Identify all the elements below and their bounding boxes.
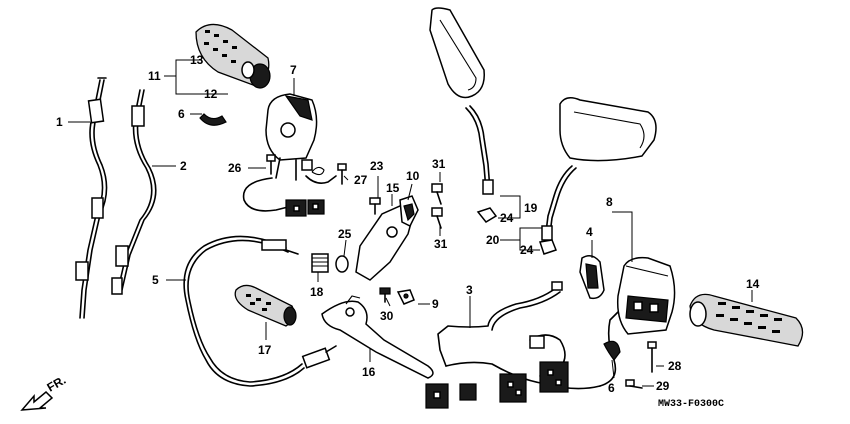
clutch-lever xyxy=(321,295,434,379)
callout-24-lower: 24 xyxy=(520,243,534,257)
callout-11: 11 xyxy=(148,69,161,83)
screw-29 xyxy=(625,379,643,389)
clamp-clip xyxy=(199,113,227,126)
callout-7: 7 xyxy=(290,63,297,77)
callout-3: 3 xyxy=(466,283,473,297)
clutch-switch-9 xyxy=(396,289,415,305)
callout-13: 13 xyxy=(190,53,204,67)
callout-25: 25 xyxy=(338,227,352,241)
callout-26: 26 xyxy=(228,161,242,175)
callout-2: 2 xyxy=(180,159,187,173)
callout-16: 16 xyxy=(362,365,376,379)
direction-label: FR. xyxy=(45,373,69,395)
right-switch-housing xyxy=(616,256,676,335)
callout-31-lower: 31 xyxy=(434,237,448,251)
throttle-cable-1 xyxy=(75,77,108,319)
lever-bracket xyxy=(355,195,419,281)
callout-27: 27 xyxy=(354,173,368,187)
callout-17: 17 xyxy=(258,343,272,357)
front-arrow-icon xyxy=(20,390,54,411)
callout-18: 18 xyxy=(310,285,324,299)
callout-14: 14 xyxy=(746,277,760,291)
callout-24-upper: 24 xyxy=(500,211,514,225)
diagram-code: MW33-F0300C xyxy=(658,399,724,410)
front-direction-indicator: FR. xyxy=(20,373,69,411)
lower-wire-harness xyxy=(425,281,619,409)
bolt-31-upper xyxy=(431,183,443,205)
callout-28: 28 xyxy=(668,359,682,373)
callout-19: 19 xyxy=(524,201,538,215)
screw-23 xyxy=(369,197,381,215)
callout-29: 29 xyxy=(656,379,670,393)
callout-5: 5 xyxy=(152,273,159,287)
bolt-31-lower xyxy=(431,207,443,229)
left-grip xyxy=(234,284,297,327)
throttle-grip xyxy=(195,23,271,89)
callout-labels: 1 2 11 13 12 6 7 26 27 23 15 10 31 31 25… xyxy=(56,53,760,395)
callout-23: 23 xyxy=(370,159,384,173)
callout-30: 30 xyxy=(380,309,394,323)
callout-6-right: 6 xyxy=(608,381,615,395)
clutch-cable xyxy=(183,235,337,387)
callout-20: 20 xyxy=(486,233,500,247)
callout-4: 4 xyxy=(586,225,593,239)
callout-10: 10 xyxy=(406,169,420,183)
screw-26 xyxy=(266,154,276,175)
leader-lines xyxy=(68,59,753,387)
callout-8: 8 xyxy=(606,195,613,209)
throttle-housing xyxy=(265,93,318,181)
right-grip xyxy=(689,293,804,347)
washer-25 xyxy=(335,255,349,273)
clamp-clip-6 xyxy=(603,340,621,362)
callout-12: 12 xyxy=(204,87,218,101)
callout-15: 15 xyxy=(386,181,400,195)
callout-1: 1 xyxy=(56,115,63,129)
mirror-nut-a xyxy=(476,207,498,223)
throttle-cable-2 xyxy=(111,89,157,295)
screw-27 xyxy=(337,163,347,185)
cable-adjuster xyxy=(311,253,329,273)
right-mirror xyxy=(541,97,657,241)
screw-28 xyxy=(647,341,657,373)
switch-lever-4 xyxy=(579,255,605,300)
pivot-bolt-30 xyxy=(379,287,391,303)
callout-6-left: 6 xyxy=(178,107,185,121)
mirror-nut-b xyxy=(539,239,557,255)
callout-9: 9 xyxy=(432,297,439,311)
left-mirror xyxy=(429,7,494,195)
housing-wire-harness xyxy=(242,166,337,217)
callout-31-upper: 31 xyxy=(432,157,446,171)
